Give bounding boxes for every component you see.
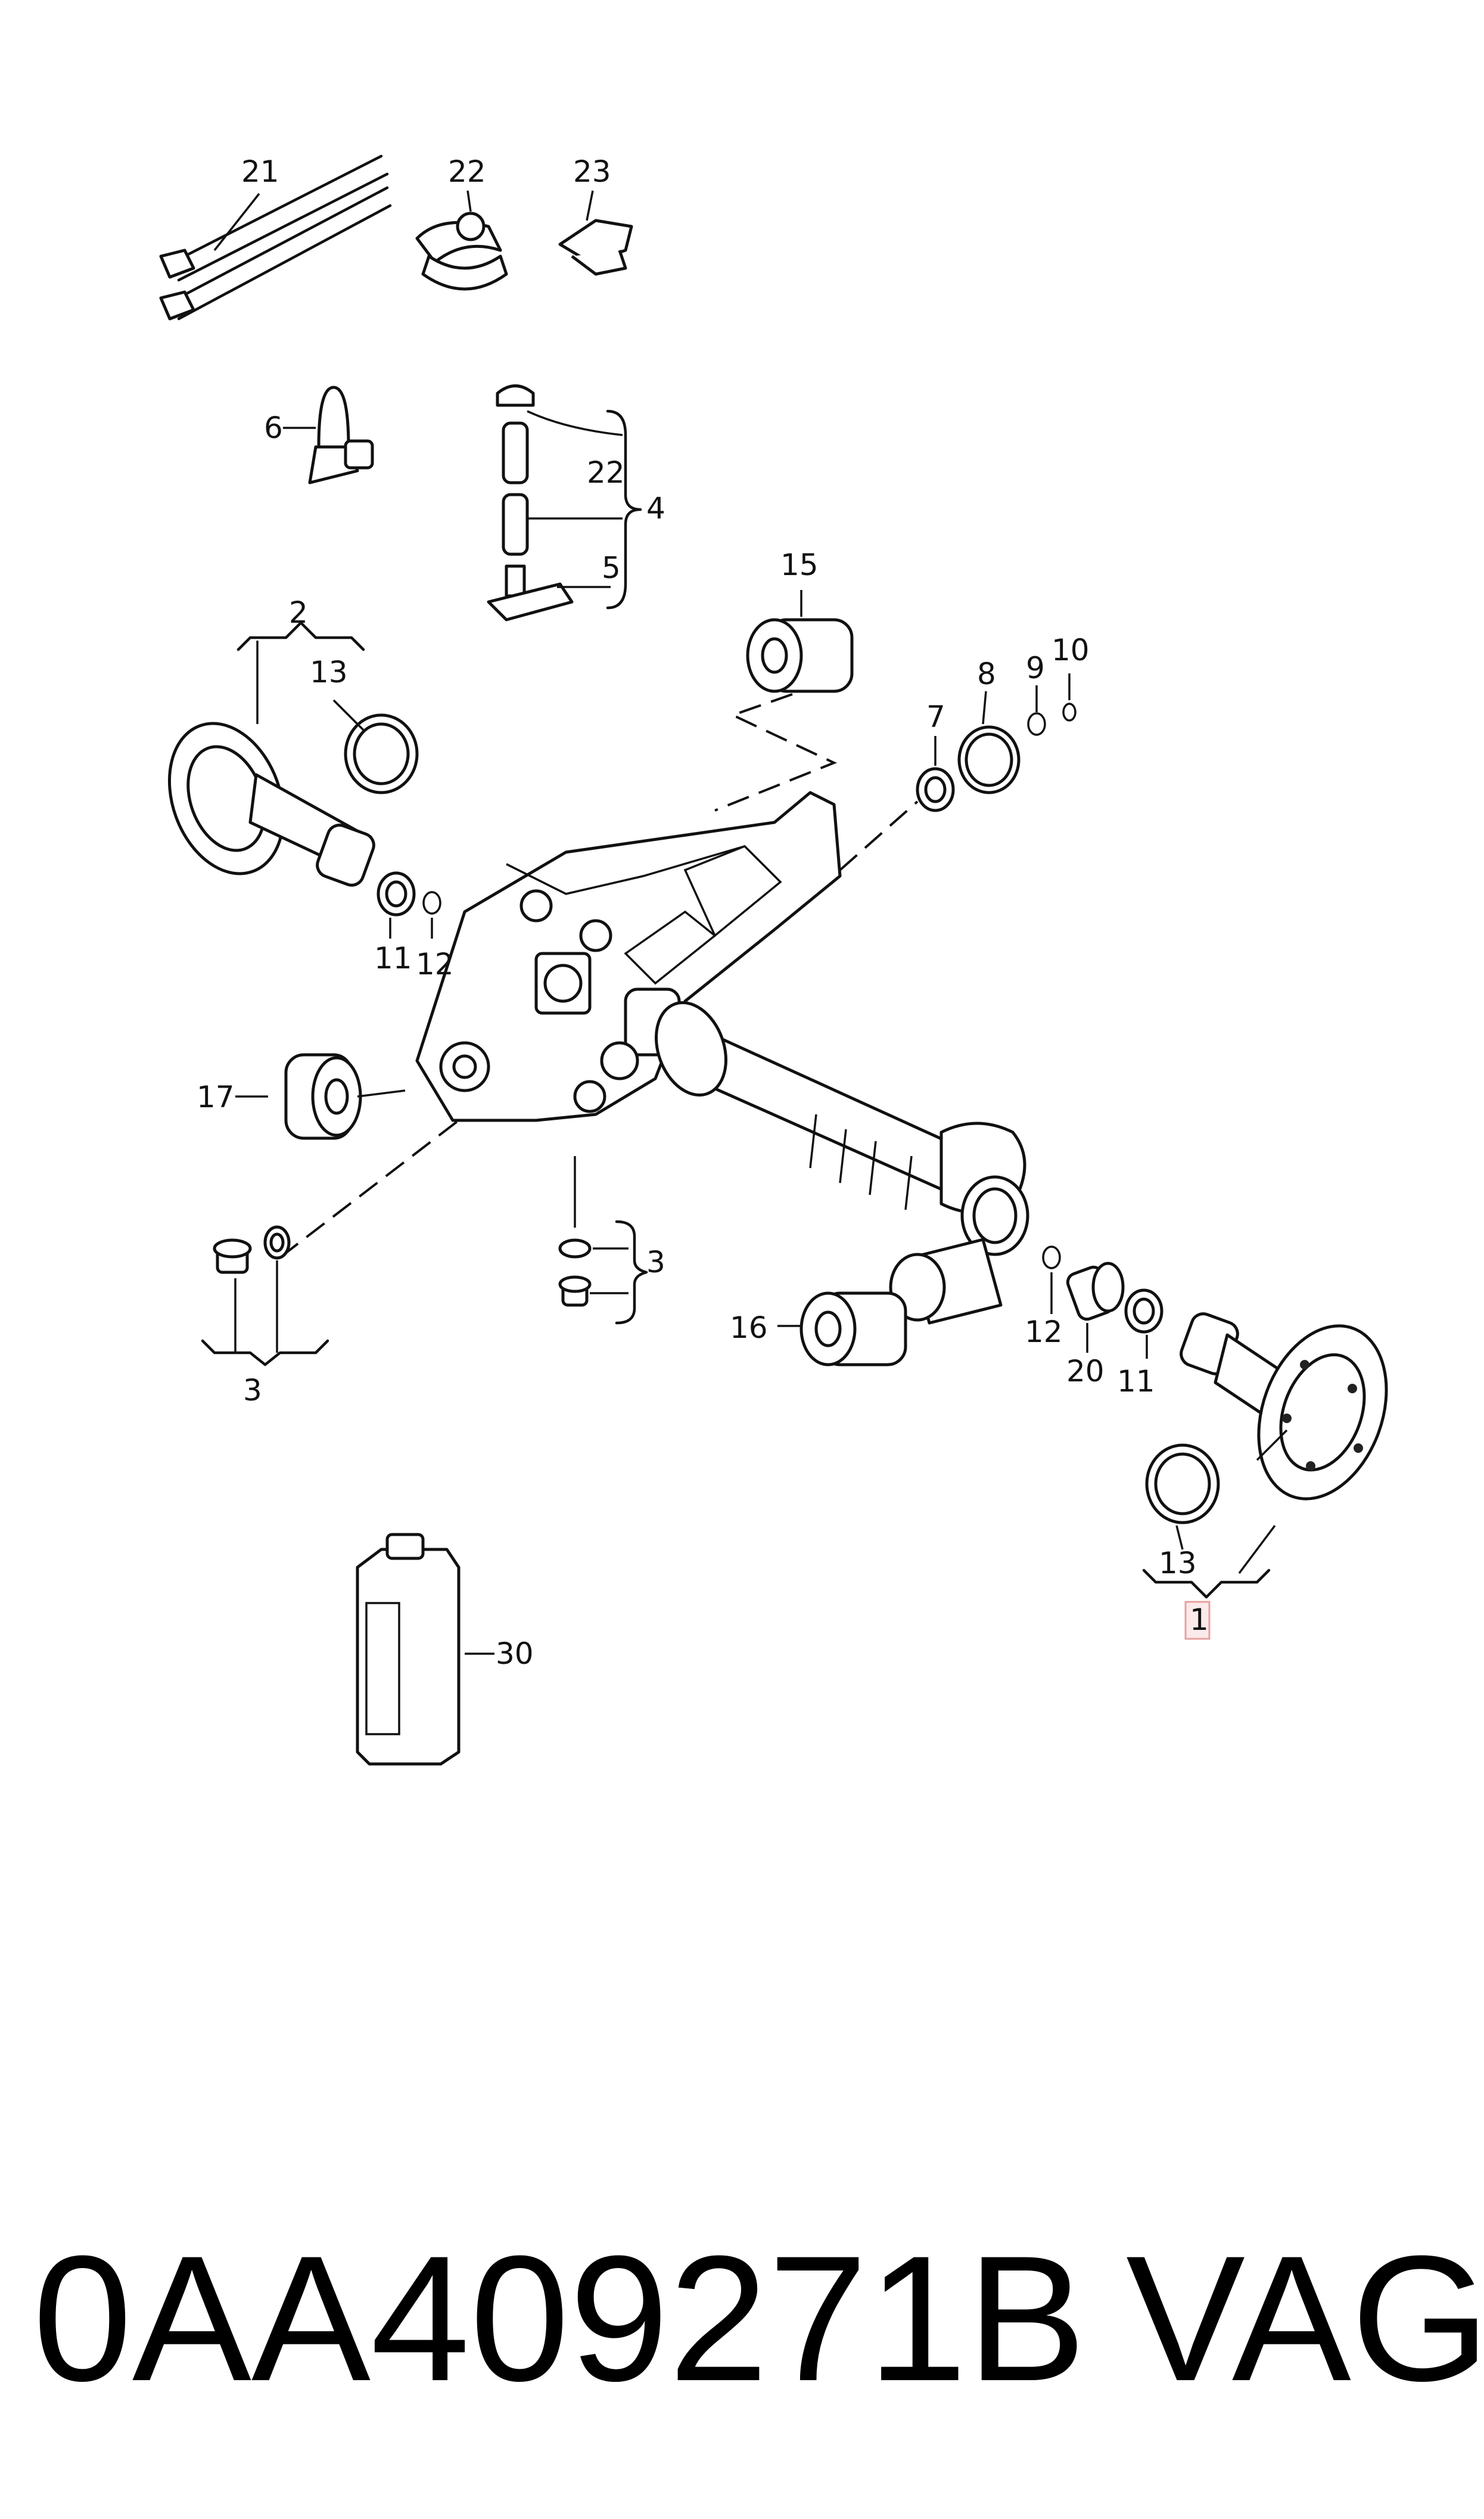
callout-4: 4 — [646, 491, 665, 526]
bushing-17 — [235, 1053, 406, 1140]
callout-11: 11 — [1117, 1364, 1155, 1399]
highlight-box-1 — [1184, 1601, 1211, 1640]
part-number: 0AA409271B — [33, 2218, 1087, 2418]
callout-3: 3 — [243, 1373, 262, 1408]
callout-10: 10 — [1051, 633, 1090, 667]
clip-22 — [415, 190, 508, 291]
circlip-10 — [1062, 673, 1077, 722]
callout-13: 13 — [310, 655, 348, 689]
o-ring-8 — [957, 691, 1021, 794]
callout-1: 1 — [1190, 1602, 1209, 1637]
callout-11: 11 — [374, 941, 412, 976]
callout-8: 8 — [977, 657, 996, 691]
sensor-6 — [283, 386, 374, 484]
callout-22: 22 — [587, 455, 625, 490]
callout-12: 12 — [1025, 1315, 1063, 1349]
brand-name: VAG — [1126, 2218, 1484, 2418]
sleeve — [889, 1238, 1003, 1325]
differential-housing — [415, 791, 1029, 1256]
filler-plug-3-center — [558, 1156, 648, 1325]
bushing-16 — [777, 1291, 907, 1366]
callout-17: 17 — [197, 1080, 235, 1114]
callout-5: 5 — [602, 551, 621, 585]
circlip-12-right — [1042, 1245, 1061, 1314]
flange-shaft-1 — [1142, 1312, 1388, 1599]
flange-shaft-2 — [167, 621, 419, 887]
callout-12: 12 — [416, 947, 454, 981]
callout-13: 13 — [1159, 1546, 1197, 1580]
callout-7: 7 — [926, 700, 945, 734]
circlip-12-left — [422, 891, 441, 939]
oil-bottle-30 — [356, 1533, 494, 1766]
callout-2: 2 — [289, 595, 308, 630]
drain-plug-3-left — [201, 1225, 329, 1366]
seal-7 — [916, 736, 955, 812]
seal-11-left — [377, 871, 416, 939]
bushing-15 — [714, 590, 854, 812]
callout-21: 21 — [241, 154, 279, 189]
callout-3: 3 — [646, 1245, 665, 1279]
callout-16: 16 — [730, 1310, 768, 1345]
bearing-20 — [1066, 1262, 1125, 1353]
clip-23 — [558, 190, 633, 276]
callout-9: 9 — [1026, 651, 1045, 685]
callout-23: 23 — [573, 154, 611, 189]
callout-15: 15 — [780, 548, 819, 582]
washer-9 — [1027, 685, 1046, 736]
breather-assembly-4 — [487, 384, 642, 622]
cable-tie-21 — [159, 154, 392, 321]
callout-20: 20 — [1066, 1354, 1105, 1389]
callout-6: 6 — [264, 411, 283, 445]
seal-11-right — [1124, 1288, 1163, 1359]
callout-30: 30 — [496, 1636, 534, 1671]
callout-22: 22 — [448, 154, 486, 189]
